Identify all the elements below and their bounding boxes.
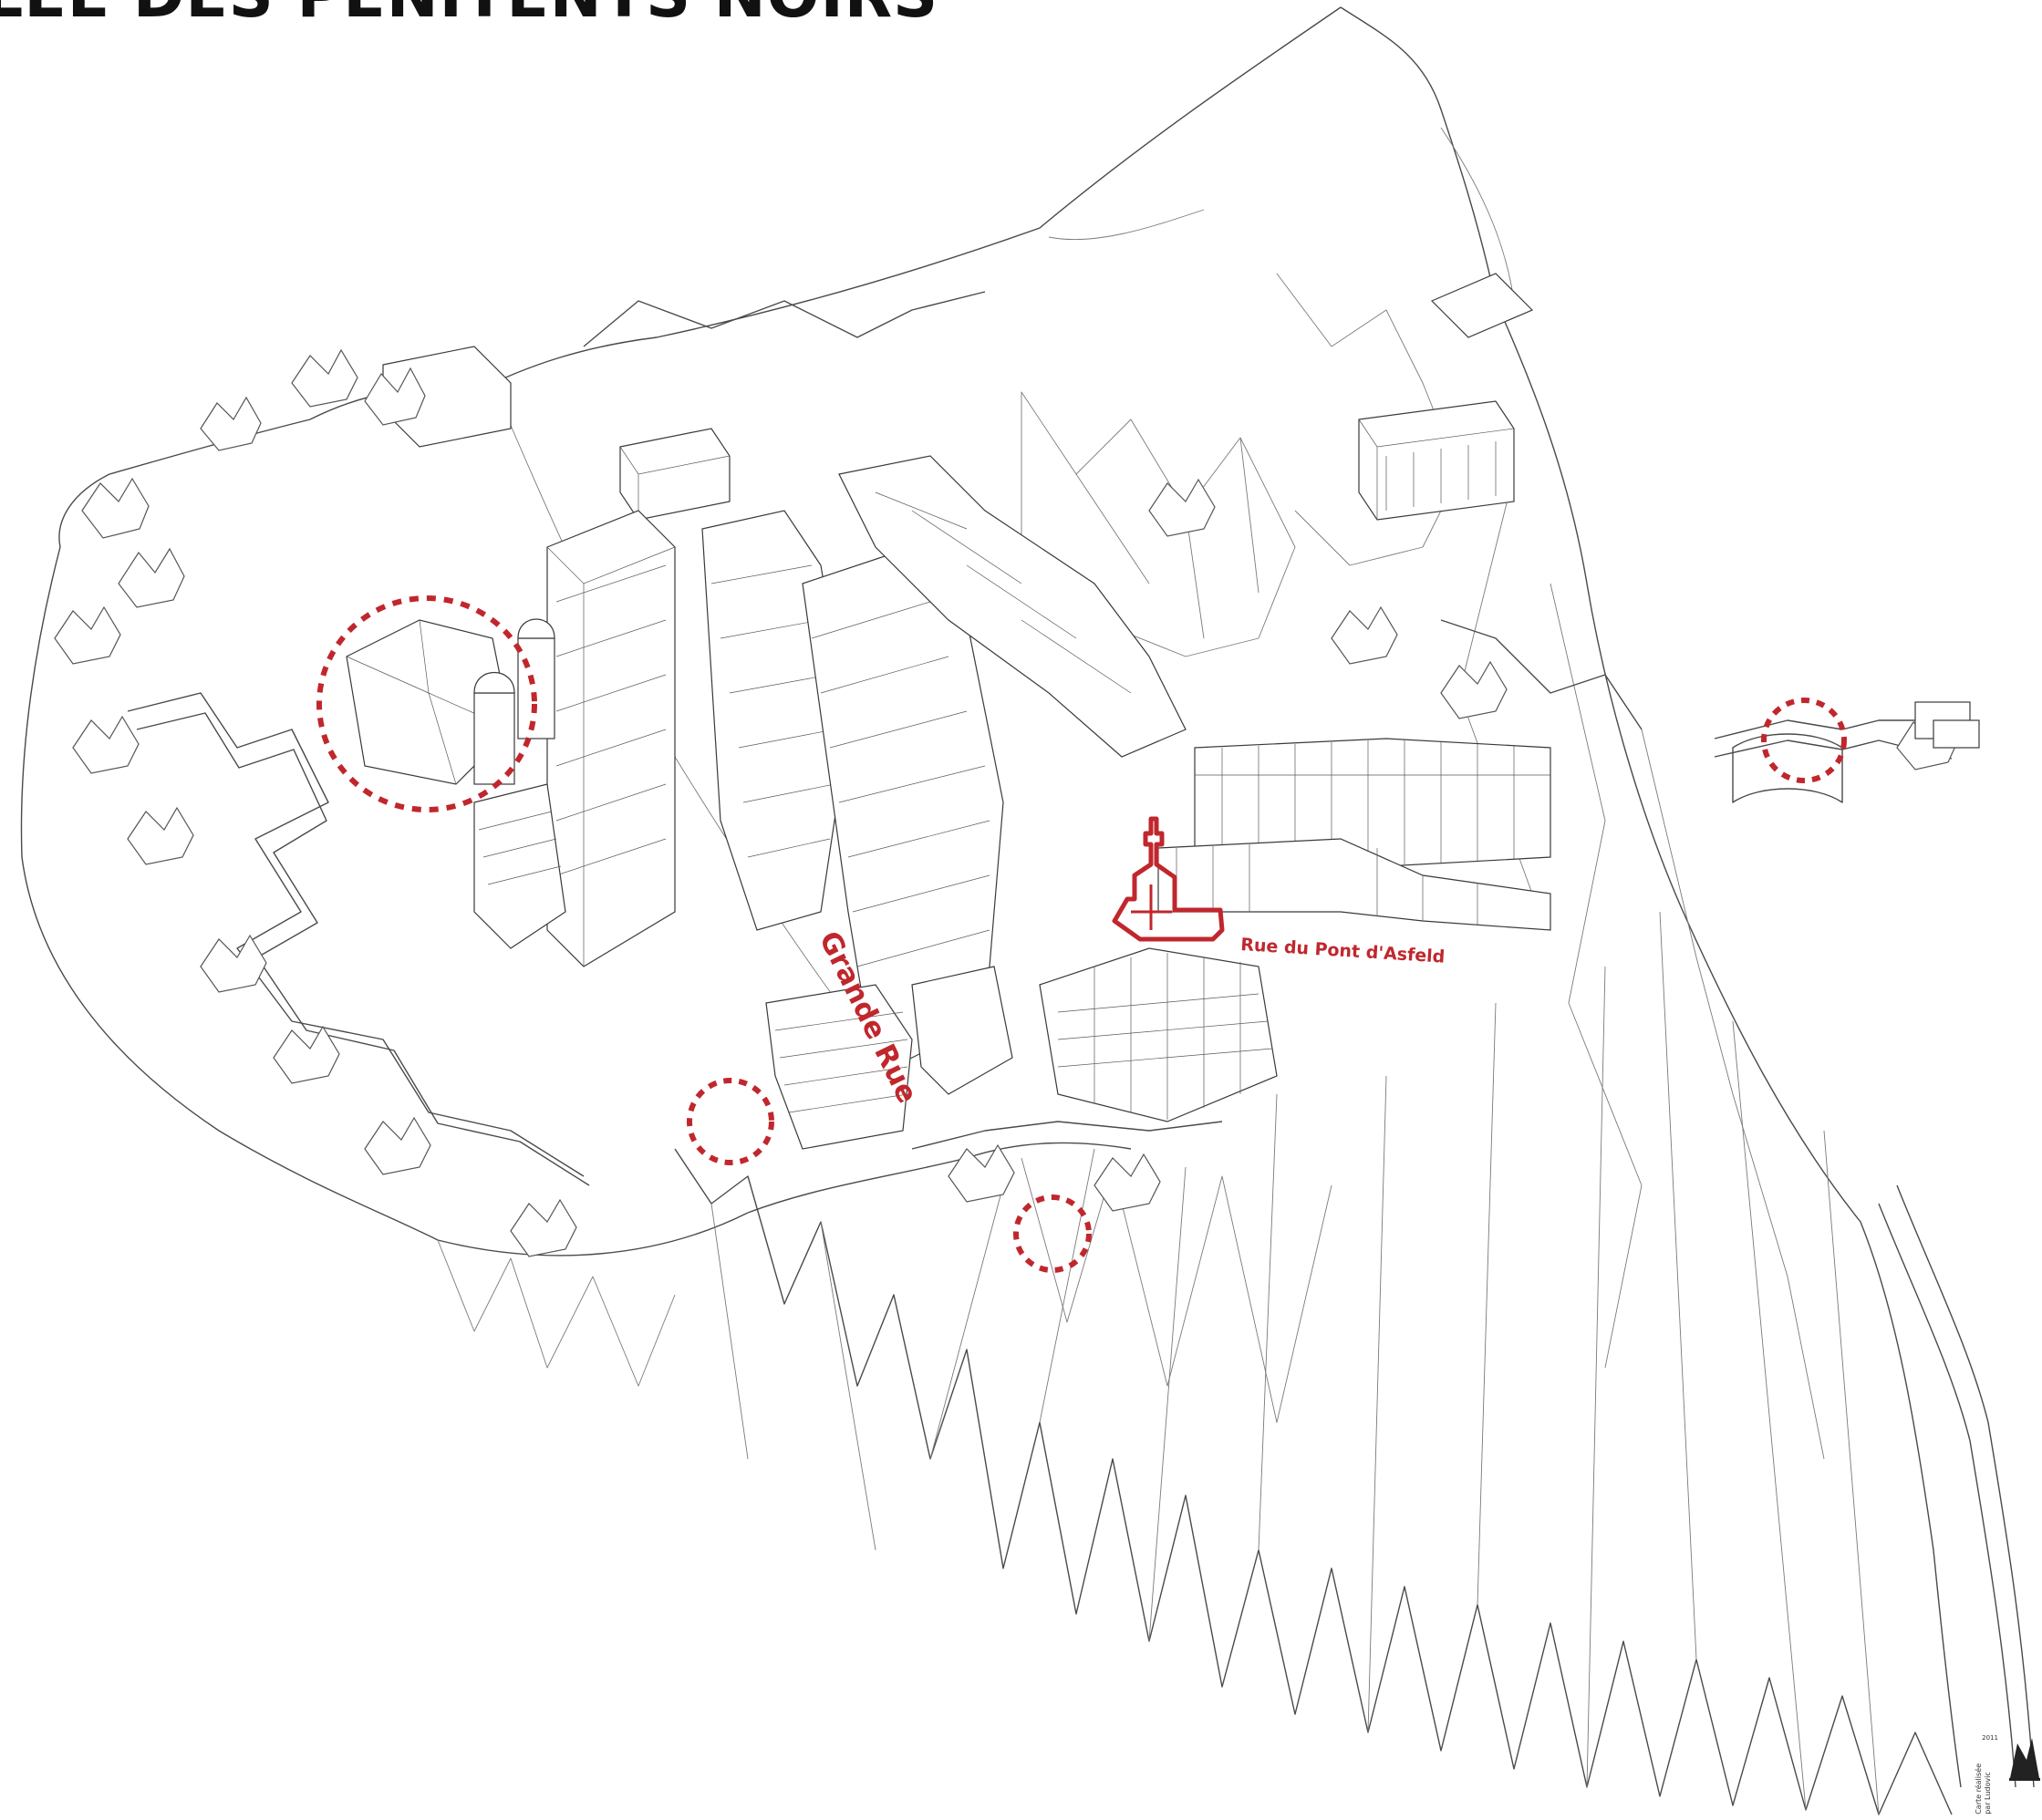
page-title: LÉE DES PÉNITENTS NOIRS (0, 0, 938, 32)
credit-year: 2011 (1982, 1734, 1998, 1742)
gate-west-circle (687, 1078, 774, 1165)
trees (54, 348, 1958, 1257)
bridge-east-circle (1761, 698, 1847, 783)
stairs-south-circle (1013, 1194, 1092, 1273)
citadel-buildings (619, 273, 1534, 521)
church-circle (316, 595, 537, 812)
rue-pont-asfeld-label: Rue du Pont d'Asfeld (1240, 935, 1446, 967)
cliff-rocks (437, 473, 2035, 1815)
chapel-outline (1112, 816, 1225, 942)
church-building (346, 618, 555, 785)
town-blocks (382, 346, 1551, 1150)
credit-line-1: Carte réalisée (1975, 1763, 1983, 1815)
bridge-east (1732, 701, 1980, 803)
poi-markers (316, 595, 1847, 1273)
credit-emblem (2009, 1738, 2040, 1781)
credit-line-2: par Ludovic (1984, 1772, 1992, 1815)
credit-text: Carte réalisée par Ludovic (1975, 1763, 1995, 1815)
